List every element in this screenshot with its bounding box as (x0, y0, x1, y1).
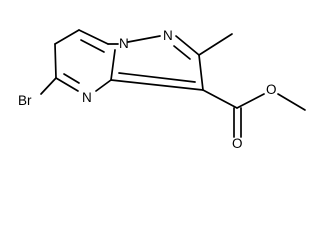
atom-n-pyrazole: N (163, 28, 173, 43)
structure-canvas: N N N Br O O (18, 28, 306, 151)
bond-c3-carbonyl-c (202, 89, 238, 109)
bond-n2-c2 (175, 35, 200, 56)
bond-n3-c3a (95, 79, 112, 92)
atom-n-pyrimidine: N (82, 90, 92, 105)
atom-o-ester: O (266, 82, 277, 97)
bond-n-bridge-n2 (127, 35, 161, 43)
bond-c7-c6-double (80, 39, 105, 53)
atom-o-carbonyl: O (232, 136, 243, 151)
bond-c3-c3a (110, 79, 204, 91)
bond-c4-n3 (55, 77, 79, 92)
bond-c3a-n-bridge (110, 49, 116, 81)
atom-n-bridge: N (119, 36, 129, 51)
bond-n2-c2-double (173, 45, 191, 60)
bond-c5-br (40, 77, 57, 95)
bond-c3-c3a-double (118, 72, 196, 83)
bond-ester-o-methyl (277, 93, 306, 111)
molecule-structure: N N N Br O O (18, 28, 306, 151)
bond-c5-c4 (54, 43, 57, 79)
bond-c2-c3 (198, 54, 204, 91)
bond-c2-methyl (198, 33, 233, 56)
bond-carbonyl-c-ester-o (236, 93, 265, 109)
bond-c4-n3-double (63, 73, 80, 84)
atom-br: Br (18, 93, 32, 108)
bond-c7-c6 (78, 29, 109, 45)
bond-c6-c5 (54, 29, 80, 45)
